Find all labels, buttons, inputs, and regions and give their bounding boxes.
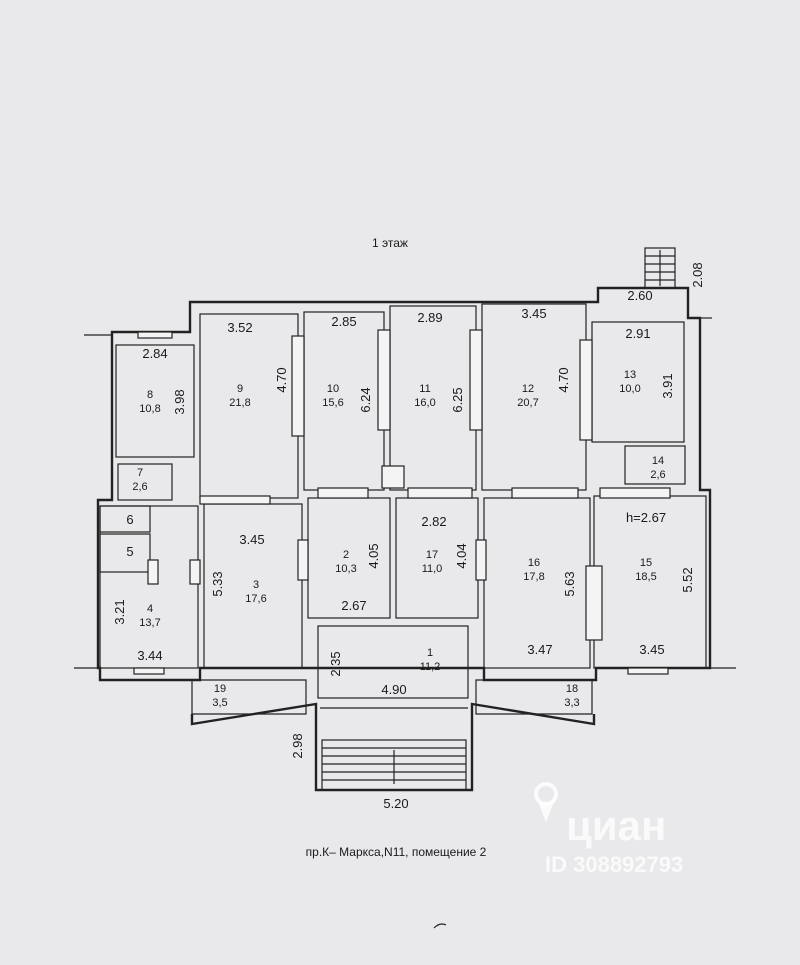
room-9-number: 9 [237,383,243,395]
room-17-area: 11,0 [422,563,443,575]
room-6-number: 6 [126,512,133,527]
room-7-area: 2,6 [132,481,147,493]
room-6-outline [99,505,151,533]
dim-room15-height: 5.52 [680,567,695,592]
location-pin-icon [534,782,558,822]
watermark-brand: циан [566,802,666,849]
room-1-number: 1 [427,647,433,659]
room-19-outline [191,679,307,715]
dim-room8-width: 2.84 [142,346,167,361]
dim-room9-height: 4.70 [274,367,289,392]
room-3-number: 3 [253,579,259,591]
dim-room2-width: 2.67 [341,598,366,613]
room-labels: 8 10,8 9 21,8 10 15,6 11 16,0 12 20,7 13… [126,369,665,709]
room-8-area: 10,8 [139,403,160,415]
address-caption: пр.К– Маркса,N11, помещение 2 [306,845,487,859]
room-19-number: 19 [214,683,226,695]
room-15-number: 15 [640,557,652,569]
dim-room9-width: 3.52 [227,320,252,335]
pencil-mark [433,923,447,929]
room-14-outline [624,445,686,485]
room-7-outline [117,463,173,501]
dim-room3-width: 3.45 [239,532,264,547]
dim-room13-height: 3.91 [660,373,675,398]
dim-room15-width: 3.45 [639,642,664,657]
dim-room17-height: 4.04 [454,543,469,568]
dimension-labels: 2.84 3.98 3.52 4.70 2.85 6.24 2.89 6.25 … [112,262,705,811]
room-16-number: 16 [528,557,540,569]
dim-room16-height: 5.63 [562,571,577,596]
room-5-outline [99,533,151,573]
dim-room3-height: 5.33 [210,571,225,596]
room-8-number: 8 [147,389,153,401]
room-12-number: 12 [522,383,534,395]
room-4-area: 13,7 [139,617,160,629]
windows [133,329,671,675]
room-12-area: 20,7 [517,397,538,409]
dim-room10-width: 2.85 [331,314,356,329]
dim-entrance-width: 5.20 [383,796,408,811]
dim-stair-width: 2.60 [627,288,652,303]
room-13-area: 10,0 [619,383,640,395]
dim-room12-height: 4.70 [556,367,571,392]
dim-entrance-depth: 2.98 [290,733,305,758]
room-1-area: 11,2 [420,661,441,673]
room-1-outline [317,625,469,699]
room-3-area: 17,6 [245,593,266,605]
room-4-number: 4 [147,603,153,615]
room-14-number: 14 [652,455,664,467]
dim-room4-width: 3.44 [137,648,162,663]
room-5-number: 5 [126,544,133,559]
watermark-id: ID 308892793 [545,852,683,877]
room-11-area: 16,0 [414,397,435,409]
dim-room11-width: 2.89 [417,310,442,325]
dim-stair-depth: 2.08 [690,262,705,287]
dim-room16-width: 3.47 [527,642,552,657]
room-16-area: 17,8 [523,571,544,583]
dim-room1-height: 2.35 [328,651,343,676]
height-note: h=2.67 [626,510,666,525]
room-7-number: 7 [137,467,143,479]
dim-room12-width: 3.45 [521,306,546,321]
dim-room10-height: 6.24 [358,387,373,412]
room-18-outline [475,679,593,715]
dim-room11-height: 6.25 [450,387,465,412]
room-2-area: 10,3 [335,563,356,575]
dim-room2-height: 4.05 [366,543,381,568]
room-15-area: 18,5 [635,571,656,583]
floor-title: 1 этаж [372,236,408,250]
entrance-stairs [321,739,467,791]
room-10-number: 10 [327,383,339,395]
stair-top [644,247,676,289]
room-19-area: 3,5 [212,697,227,709]
room-8-outline [115,344,195,458]
dim-room4-height: 3.21 [112,599,127,624]
room-11-number: 11 [419,383,430,395]
dim-room8-height: 3.98 [172,389,187,414]
room-18-number: 18 [566,683,578,695]
room-9-area: 21,8 [229,397,250,409]
room-14-area: 2,6 [650,469,665,481]
cian-watermark: циан ID 308892793 [534,782,683,877]
dim-room17-width: 2.82 [421,514,446,529]
room-17-number: 17 [426,549,438,561]
room-4-outline [99,505,199,669]
room-10-area: 15,6 [322,397,343,409]
dim-room13-width: 2.91 [625,326,650,341]
room-13-number: 13 [624,369,636,381]
room-outlines [99,303,707,792]
room-2-number: 2 [343,549,349,561]
dim-room1-width: 4.90 [381,682,406,697]
room-18-area: 3,3 [564,697,579,709]
